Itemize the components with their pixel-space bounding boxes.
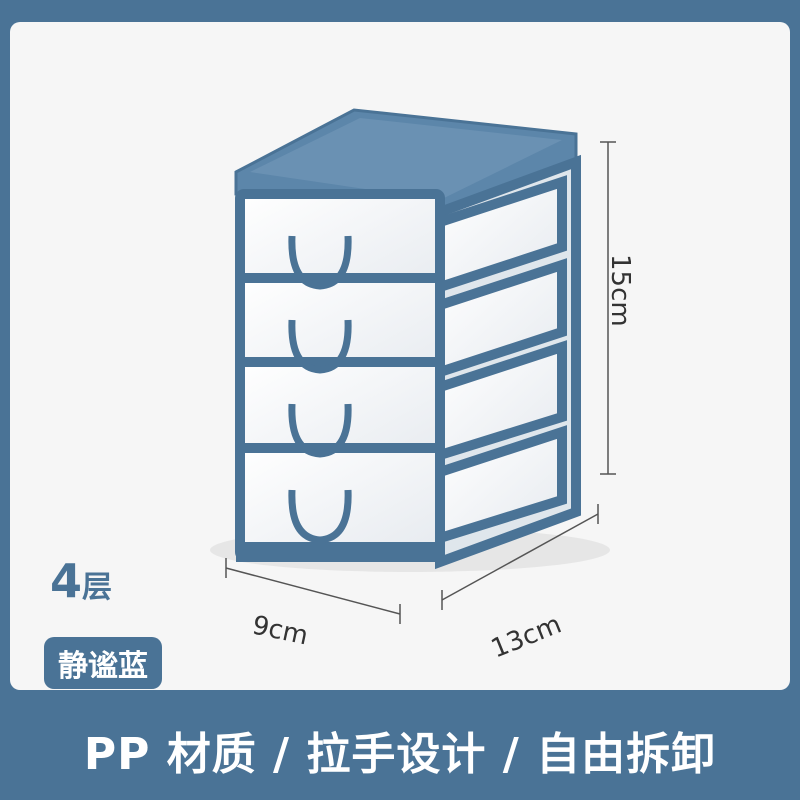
- tier-unit: 层: [82, 570, 113, 605]
- color-name-badge: 静谧蓝: [44, 637, 162, 689]
- drawers: [235, 189, 445, 561]
- product-card: 15cm 9cm 13cm 4层 静谧蓝: [10, 22, 790, 690]
- tier-label: 4层: [50, 554, 112, 608]
- drawer-organizer-image: [210, 108, 616, 624]
- feature-banner: PP 材质 / 拉手设计 / 自由拆卸: [83, 729, 717, 780]
- dimension-lines: [225, 141, 616, 624]
- height-label: 15cm: [605, 254, 635, 327]
- drawer-handles: [288, 235, 352, 544]
- tier-number: 4: [50, 554, 83, 608]
